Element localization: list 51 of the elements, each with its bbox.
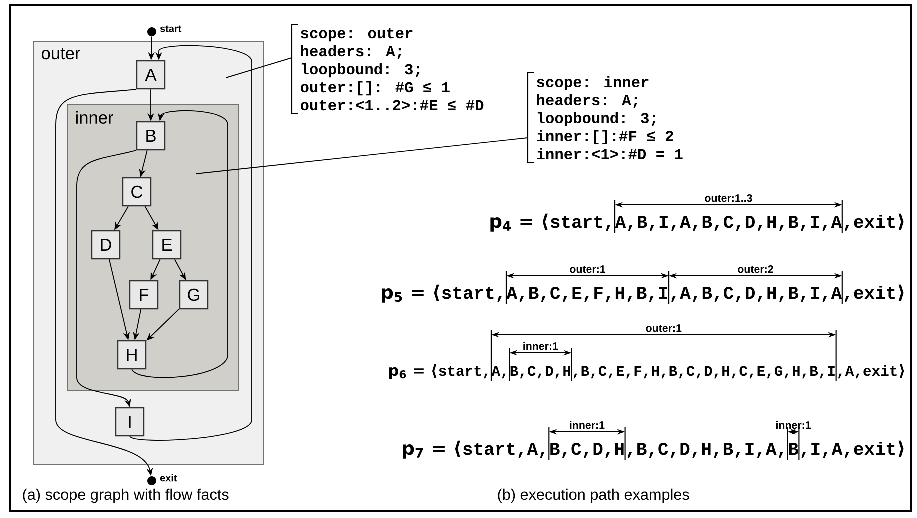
path-text: ,I,A,exit [802,442,895,458]
block-box: C [122,177,152,207]
span-label: outer:1 [646,324,682,332]
path-text: ⟩ [898,214,904,230]
path-text: start,A, [464,443,545,458]
path-text: p$_{6}$ = ⟨ [390,364,437,380]
arrow [132,110,228,378]
leader-line [196,138,528,174]
flow-fact-box: scope: outer headers: A; loopbound: 3; outer:[]: #G ≤ 1 outer:<1..2>:#E ≤ #D [291,24,484,114]
terminal-label: exit [160,474,178,482]
path-text: ,A,exit [838,365,897,379]
flow-fact-box: scope: inner headers: A; loopbound: 3; inner:[]:#F ≤ 2 inner:<1>:#D = 1 [527,72,683,164]
path-text: ⟩ [898,284,904,302]
path-text: start, [551,216,610,232]
path-text: p$_{4}$ = ⟨ [490,214,548,232]
path-text: A,B,C,E,F,H,B,I [506,286,668,302]
path-text: ,exit [844,286,895,302]
path-text: ,B,C,D,H,B,I,A, [628,442,784,458]
span-label: outer:1 [570,266,606,274]
block-box: D [91,230,121,260]
block-box: E [152,230,182,260]
path-text: A,B,I,A,B,C,D,H,B,I,A [615,216,842,232]
block-box: A [136,60,166,90]
path-text: ,exit [844,214,895,232]
path-text: start, [442,287,502,302]
caption: (b) execution path examples [498,488,690,504]
block-box: G [179,280,209,310]
path-text: B,C,D,H [510,366,570,379]
leader-line [226,58,292,78]
terminal-label: start [160,26,182,32]
path-text: ⟩ [900,364,904,378]
block-box: F [129,280,159,310]
arrow [130,45,252,441]
span-label: inner:1 [570,421,605,430]
path-text: B,C,D,H [550,442,624,458]
block-box: H [117,340,147,370]
path-text: ,B,C,E,F,H,B,C,D,H,C,E,G,H,B,I [574,366,835,379]
block-box: I [115,407,145,437]
span-label: inner:1 [524,342,558,350]
path-text: B [789,443,799,455]
path-text: start, [439,366,488,379]
span-label: outer:1..3 [705,194,752,202]
path-text: A, [492,366,506,379]
block-box: B [136,121,166,151]
path-text: p$_{5}$ = ⟨ [382,284,440,303]
caption: (a) scope graph with flow facts [23,488,229,504]
span-label: outer:2 [738,266,774,274]
path-text: ⟩ [898,440,904,458]
path-text: p$_{7}$ = ⟨ [403,440,460,459]
span-label: inner:1 [776,421,811,430]
path-text: ,A,B,C,D,H,B,I,A [672,286,842,302]
